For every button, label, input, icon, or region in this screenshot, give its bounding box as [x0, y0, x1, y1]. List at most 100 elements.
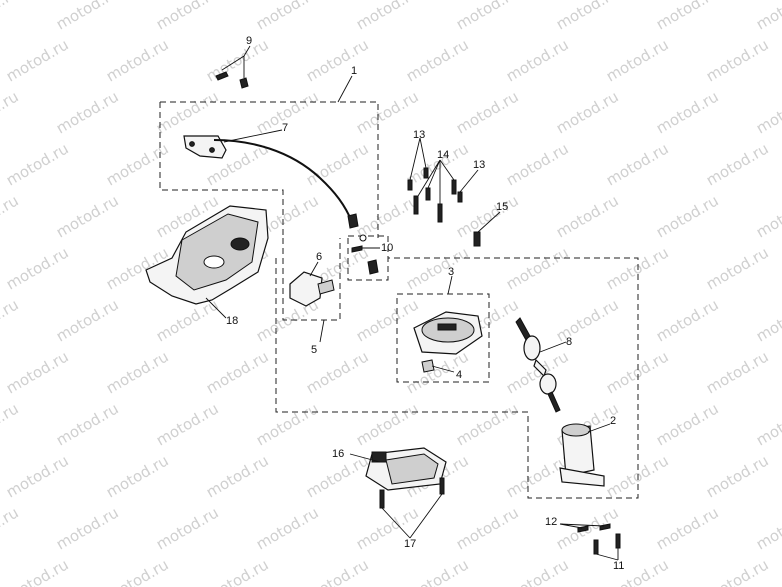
- screw-9b: [239, 77, 249, 89]
- leader-18: [205, 297, 227, 319]
- watermark-text: motod.ru: [253, 399, 322, 449]
- bolt-15: [473, 231, 481, 247]
- watermark-text: motod.ru: [103, 451, 172, 501]
- bracket-hole-1: [189, 141, 195, 147]
- watermark-text: motod.ru: [753, 399, 782, 449]
- group-box-1: [159, 101, 379, 238]
- watermark-text: motod.ru: [403, 243, 472, 293]
- watermark-text: motod.ru: [0, 295, 22, 345]
- screw-9a: [215, 71, 229, 81]
- callout-4: 4: [456, 369, 462, 381]
- callout-1: 1: [351, 65, 357, 77]
- watermark-text: motod.ru: [553, 191, 622, 241]
- callout-12: 12: [545, 516, 557, 528]
- watermark-text: motod.ru: [3, 243, 72, 293]
- key-head-2: [539, 373, 557, 395]
- part-2-ignition: [559, 423, 605, 487]
- watermark-text: motod.ru: [0, 191, 22, 241]
- watermark-text: motod.ru: [3, 555, 72, 587]
- watermark-text: motod.ru: [253, 0, 322, 33]
- watermark-text: motod.ru: [603, 35, 672, 85]
- switch-body: [289, 271, 323, 307]
- watermark-text: motod.ru: [0, 87, 22, 137]
- watermark-text: motod.ru: [703, 555, 772, 587]
- watermark-text: motod.ru: [653, 87, 722, 137]
- watermark-text: motod.ru: [753, 191, 782, 241]
- watermark-text: motod.ru: [203, 451, 272, 501]
- watermark-text: motod.ru: [453, 191, 522, 241]
- watermark-text: motod.ru: [553, 295, 622, 345]
- leader-1: [337, 75, 353, 103]
- leader-17: [381, 493, 443, 539]
- watermark-text: motod.ru: [703, 347, 772, 397]
- watermark-text: motod.ru: [503, 555, 572, 587]
- watermark-text: motod.ru: [203, 555, 272, 587]
- watermark-text: motod.ru: [703, 35, 772, 85]
- watermark-text: motod.ru: [353, 87, 422, 137]
- bolt-14c: [437, 203, 443, 223]
- watermark-text: motod.ru: [53, 295, 122, 345]
- callout-5: 5: [311, 344, 317, 356]
- cable-line: [213, 139, 353, 223]
- callout-16: 16: [332, 448, 344, 460]
- watermark-text: motod.ru: [753, 0, 782, 33]
- bolt-13b: [423, 167, 429, 179]
- watermark-text: motod.ru: [153, 503, 222, 553]
- screw-17b: [439, 477, 445, 495]
- watermark-text: motod.ru: [353, 0, 422, 33]
- watermark-text: motod.ru: [653, 503, 722, 553]
- watermark-text: motod.ru: [353, 191, 422, 241]
- bracket-hole-2: [209, 147, 215, 153]
- callout-6: 6: [316, 251, 322, 263]
- watermark-text: motod.ru: [53, 0, 122, 33]
- watermark-text: motod.ru: [503, 139, 572, 189]
- watermark-text: motod.ru: [653, 399, 722, 449]
- bolt-13c: [457, 191, 463, 203]
- callout-14: 14: [437, 149, 449, 161]
- panel-knob: [230, 237, 250, 251]
- screw-11a: [593, 539, 599, 555]
- group-box-3: [396, 293, 490, 383]
- watermark-text: motod.ru: [453, 0, 522, 33]
- panel-face: [175, 213, 259, 291]
- part-16-module: [365, 447, 447, 491]
- leader-8: [539, 341, 567, 353]
- watermark-text: motod.ru: [0, 503, 22, 553]
- part-7-cable: [183, 135, 367, 242]
- part-4-grommet: [421, 359, 435, 373]
- watermark-text: motod.ru: [3, 139, 72, 189]
- group-box-main: [275, 257, 639, 499]
- watermark-text: motod.ru: [103, 347, 172, 397]
- callout-9: 9: [246, 35, 252, 47]
- ignition-bracket: [559, 467, 605, 487]
- watermark-text: motod.ru: [553, 0, 622, 33]
- watermark-text: motod.ru: [653, 295, 722, 345]
- leader-15: [477, 211, 501, 233]
- part-8-keys: [515, 317, 561, 413]
- watermark-text: motod.ru: [603, 243, 672, 293]
- watermark-text: motod.ru: [703, 139, 772, 189]
- leader-14: [417, 159, 455, 204]
- watermark-text: motod.ru: [703, 451, 772, 501]
- callout-15: 15: [496, 201, 508, 213]
- bolt-13a: [407, 179, 413, 191]
- watermark-text: motod.ru: [703, 243, 772, 293]
- leader-13a: [409, 137, 427, 181]
- leader-13b: [459, 169, 479, 193]
- callout-8: 8: [566, 336, 572, 348]
- cap-lock: [437, 323, 457, 331]
- watermark-text: motod.ru: [403, 35, 472, 85]
- watermark-text: motod.ru: [753, 295, 782, 345]
- watermark-text: motod.ru: [103, 139, 172, 189]
- callout-11: 11: [613, 560, 624, 572]
- bolt-14b: [425, 187, 431, 201]
- screw-10b: [367, 259, 379, 275]
- bolt-14d: [451, 179, 457, 195]
- watermark-text: motod.ru: [753, 87, 782, 137]
- watermark-text: motod.ru: [53, 503, 122, 553]
- watermark-text: motod.ru: [253, 503, 322, 553]
- leader-11: [595, 548, 619, 561]
- bolt-14a: [413, 195, 419, 215]
